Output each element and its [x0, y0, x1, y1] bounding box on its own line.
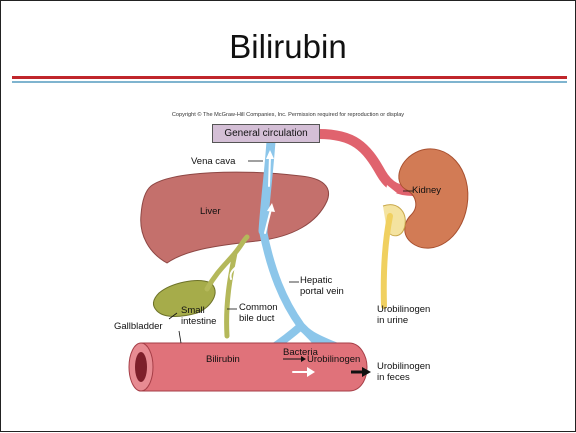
intestine-lumen: [135, 352, 147, 382]
label-vena-cava: Vena cava: [191, 156, 235, 167]
label-hepatic-portal-vein: Hepatic portal vein: [300, 275, 344, 297]
label-small-intestine-line-1: Small: [181, 305, 216, 316]
label-feces-line-2: in feces: [377, 372, 430, 383]
label-gallbladder: Gallbladder: [114, 321, 163, 332]
label-urobilinogen-feces: Urobilinogen in feces: [377, 361, 430, 383]
label-feces-line-1: Urobilinogen: [377, 361, 430, 372]
label-urine-line-1: Urobilinogen: [377, 304, 430, 315]
label-bile-duct-line-1: Common: [239, 302, 278, 313]
kidney-shape: [399, 149, 468, 248]
leader-small-intestine: [179, 331, 181, 343]
label-liver: Liver: [200, 206, 221, 217]
label-bile-duct-line-2: bile duct: [239, 313, 278, 324]
general-circulation-box: General circulation: [212, 124, 320, 143]
flow-arrow-vena-cava: [269, 156, 270, 186]
label-urobilinogen: Urobilinogen: [307, 354, 360, 365]
label-small-intestine: Small intestine: [181, 305, 216, 327]
label-hepatic-line-2: portal vein: [300, 286, 344, 297]
renal-artery-vessel: [319, 134, 413, 191]
label-small-intestine-line-2: intestine: [181, 316, 216, 327]
label-common-bile-duct: Common bile duct: [239, 302, 278, 324]
label-urine-line-2: in urine: [377, 315, 430, 326]
liver-shape: [141, 172, 329, 263]
small-intestine-tube: [141, 343, 367, 391]
ureter: [384, 216, 390, 306]
label-hepatic-line-1: Hepatic: [300, 275, 344, 286]
label-kidney: Kidney: [412, 185, 441, 196]
label-urobilinogen-urine: Urobilinogen in urine: [377, 304, 430, 326]
label-bilirubin: Bilirubin: [206, 354, 240, 365]
